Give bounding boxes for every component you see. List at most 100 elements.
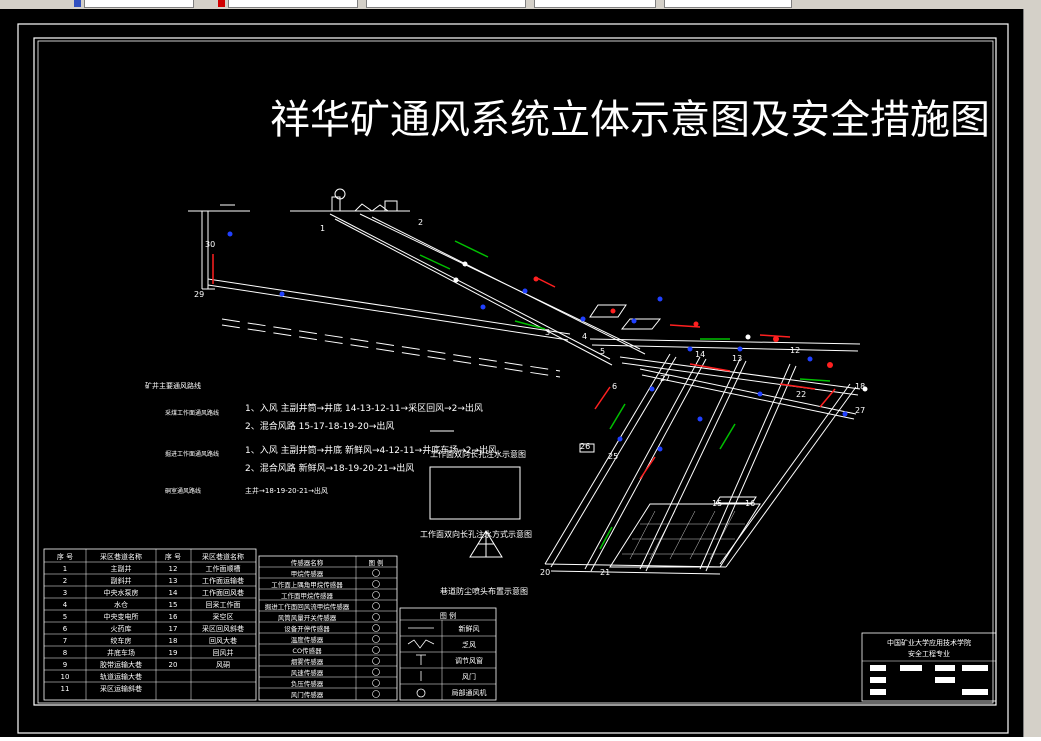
- svg-text:负压传感器: 负压传感器: [291, 679, 324, 688]
- svg-text:21: 21: [600, 568, 610, 577]
- svg-text:19: 19: [169, 649, 178, 657]
- route-line-2-1: 1、入风 主副井筒→井底 新鲜风→4-12-11→井底车场→2→出风: [245, 444, 497, 456]
- white-markers: [453, 261, 868, 392]
- svg-text:16: 16: [745, 499, 755, 508]
- svg-text:风门传感器: 风门传感器: [291, 690, 324, 699]
- svg-text:工作面甲烷传感器: 工作面甲烷传感器: [281, 591, 334, 600]
- inner-frame: [33, 37, 997, 706]
- diagram-numbers: 30 29 1 2 3 4 5 6 14 13 12 27 22 18 27 2…: [194, 218, 865, 577]
- svg-text:采区回风斜巷: 采区回风斜巷: [202, 624, 244, 633]
- sketch-spray-label: 巷道防尘喷头布置示意图: [440, 586, 528, 596]
- linetype-dropdown[interactable]: [366, 0, 526, 8]
- svg-text:5: 5: [63, 613, 67, 621]
- svg-text:绞车房: 绞车房: [111, 636, 132, 645]
- svg-text:15: 15: [169, 601, 178, 609]
- svg-text:14: 14: [169, 589, 178, 597]
- inner-frame-2: [37, 40, 994, 704]
- svg-text:回风大巷: 回风大巷: [209, 636, 237, 645]
- svg-text:8: 8: [63, 649, 67, 657]
- svg-text:工作面上隅角甲烷传感器: 工作面上隅角甲烷传感器: [271, 580, 343, 589]
- svg-text:水仓: 水仓: [114, 600, 128, 609]
- route-label-3: 硐室通风路线: [165, 487, 201, 495]
- svg-text:轨道运输大巷: 轨道运输大巷: [100, 672, 142, 681]
- svg-text:14: 14: [695, 350, 705, 359]
- svg-text:工作面运输巷: 工作面运输巷: [202, 576, 244, 585]
- svg-text:安全工程专业: 安全工程专业: [908, 649, 950, 658]
- layer-dropdown[interactable]: [84, 0, 194, 8]
- svg-text:27: 27: [855, 406, 865, 415]
- svg-text:采区运输斜巷: 采区运输斜巷: [100, 684, 142, 693]
- svg-text:采区巷道名称: 采区巷道名称: [100, 552, 142, 561]
- svg-text:井底车场: 井底车场: [107, 648, 135, 657]
- svg-text:18: 18: [855, 382, 865, 391]
- svg-text:17: 17: [169, 625, 178, 633]
- red-markers: [533, 276, 833, 368]
- svg-text:风筒风量开关传感器: 风筒风量开关传感器: [278, 613, 337, 622]
- svg-text:局部通风机: 局部通风机: [452, 688, 487, 697]
- sensor-table: 传感器名称 图 例 甲烷传感器 工作面上隅角甲烷传感器 工作面甲烷传感器 掘进工…: [258, 555, 398, 701]
- route-line-3-1: 主井→18-19-20-21→出风: [245, 486, 328, 495]
- svg-text:烟雾传感器: 烟雾传感器: [291, 657, 324, 666]
- title-block: 中国矿业大学应用技术学院 安全工程专业: [861, 632, 997, 702]
- route-label-1: 采煤工作面通风路线: [165, 409, 219, 417]
- vertical-scrollbar[interactable]: [1023, 9, 1041, 737]
- svg-text:传感器名称: 传感器名称: [291, 558, 324, 567]
- svg-text:26: 26: [580, 442, 590, 451]
- layer-icon[interactable]: [74, 0, 81, 7]
- svg-text:3: 3: [545, 328, 550, 337]
- sensor-symbol-icons: [372, 569, 380, 698]
- return-air-symbol-icon: [407, 639, 435, 649]
- outer-frame: [17, 23, 1009, 734]
- svg-text:中央变电所: 中央变电所: [104, 612, 139, 621]
- route-label-2: 掘进工作面通风路线: [165, 450, 219, 458]
- goaf-hatch: [622, 510, 745, 560]
- color-dropdown[interactable]: [228, 0, 358, 8]
- svg-text:12: 12: [169, 565, 178, 573]
- color-swatch-icon[interactable]: [218, 0, 225, 7]
- svg-text:中国矿业大学应用技术学院: 中国矿业大学应用技术学院: [887, 638, 971, 647]
- svg-text:20: 20: [540, 568, 550, 577]
- svg-text:设备开停传感器: 设备开停传感器: [284, 624, 330, 633]
- svg-text:主副井: 主副井: [111, 564, 132, 573]
- svg-text:5: 5: [600, 347, 605, 356]
- svg-text:4: 4: [63, 601, 68, 609]
- return-air-arrows: [212, 254, 836, 480]
- svg-text:15: 15: [712, 499, 722, 508]
- svg-text:1: 1: [320, 224, 325, 233]
- svg-text:中央水泵房: 中央水泵房: [104, 588, 139, 597]
- svg-text:13: 13: [169, 577, 178, 585]
- svg-text:副斜井: 副斜井: [111, 576, 132, 585]
- svg-text:12: 12: [790, 346, 800, 355]
- route-line-2-2: 2、混合风路 新鲜风→18-19-20-21→出风: [245, 462, 414, 474]
- legend: 图 例 新鲜风 乏风 调节风窗 风门 局部通风机: [399, 607, 497, 701]
- svg-text:11: 11: [61, 685, 70, 693]
- svg-text:10: 10: [61, 673, 70, 681]
- svg-text:采区巷道名称: 采区巷道名称: [202, 552, 244, 561]
- svg-text:27: 27: [660, 374, 670, 383]
- route-line-1-2: 2、混合风路 15-17-18-19-20→出风: [245, 420, 394, 432]
- mine-diagram: [188, 188, 861, 575]
- svg-text:CO传感器: CO传感器: [292, 646, 322, 655]
- drawing-canvas[interactable]: 祥华矿通风系统立体示意图及安全措施图: [0, 9, 1023, 737]
- svg-text:胶带运输大巷: 胶带运输大巷: [100, 660, 142, 669]
- route-line-1-1: 1、入风 主副井筒→井底 14-13-12-11→采区回风→2→出风: [245, 402, 483, 414]
- svg-text:29: 29: [194, 290, 204, 299]
- lineweight-dropdown[interactable]: [534, 0, 656, 8]
- svg-text:30: 30: [205, 240, 215, 249]
- svg-text:新鲜风: 新鲜风: [459, 624, 480, 633]
- svg-text:甲烷传感器: 甲烷传感器: [291, 569, 324, 578]
- plotstyle-dropdown[interactable]: [664, 0, 792, 8]
- svg-text:25: 25: [608, 452, 618, 461]
- svg-text:调节风窗: 调节风窗: [455, 656, 483, 665]
- svg-text:图 例: 图 例: [368, 558, 383, 567]
- svg-text:18: 18: [169, 637, 178, 645]
- drawing-svg: 祥华矿通风系统立体示意图及安全措施图: [17, 23, 1009, 734]
- svg-text:风硐: 风硐: [216, 661, 230, 669]
- svg-text:工作面顺槽: 工作面顺槽: [206, 564, 241, 573]
- svg-text:1: 1: [63, 565, 67, 573]
- fresh-air-arrows: [419, 240, 831, 550]
- svg-text:乏风: 乏风: [462, 640, 476, 649]
- svg-text:2: 2: [63, 577, 67, 585]
- svg-text:掘进工作面回风流甲烷传感器: 掘进工作面回风流甲烷传感器: [265, 602, 350, 611]
- svg-text:7: 7: [63, 637, 67, 645]
